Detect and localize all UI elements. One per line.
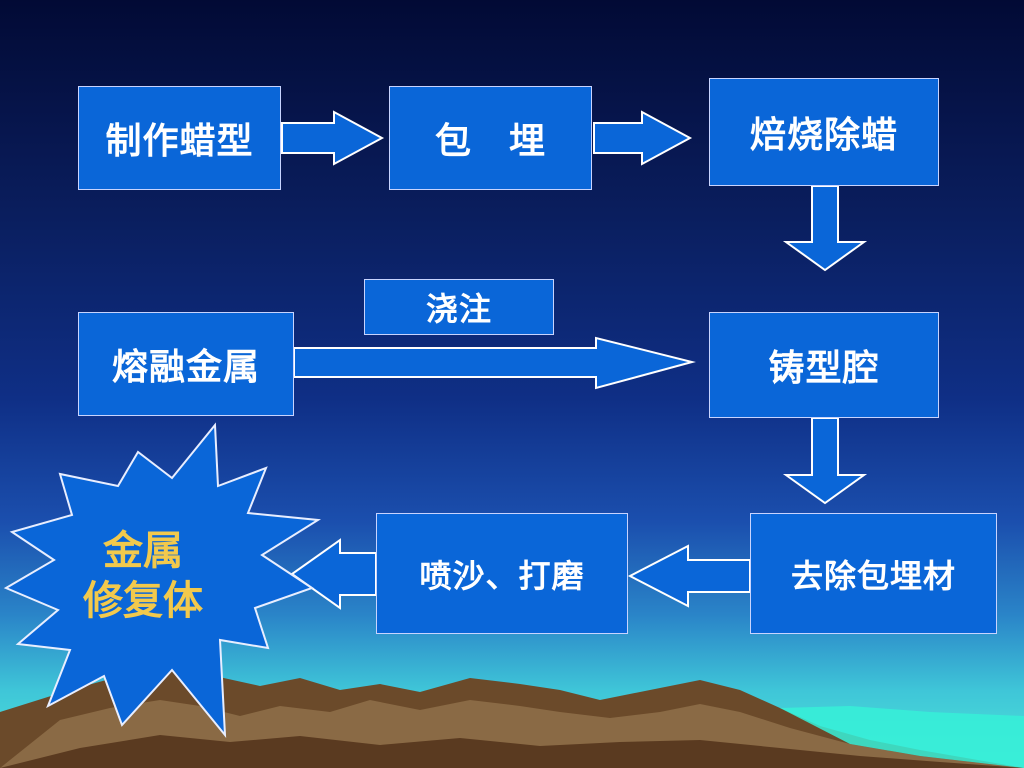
step-melt-metal: 熔融金属 [78,312,294,416]
step-mold-cavity: 铸型腔 [709,312,939,418]
result-starburst [3,422,322,739]
result-label-line1: 金属 [103,528,183,574]
arrow-burnout-down [782,185,868,272]
arrow-invest-to-burnout [593,110,693,166]
step-burnout: 焙烧除蜡 [709,78,939,186]
step-sandblast-polish: 喷沙、打磨 [376,513,628,634]
label-pour: 浇注 [364,279,554,335]
arrow-pour [293,336,696,390]
result-label-line2: 修复体 [83,578,203,624]
mountain-ridge-front [0,735,1024,768]
step-investing: 包 埋 [389,86,592,190]
arrow-wax-to-invest [281,110,385,166]
arrow-remove-to-polish [627,544,751,608]
result-label: 金属 修复体 [38,526,248,626]
arrow-cavity-down [782,417,868,505]
step-make-wax-pattern: 制作蜡型 [78,86,281,190]
step-remove-investment: 去除包埋材 [750,513,997,634]
arrow-polish-to-result [290,538,377,610]
sea-strip [780,706,1024,768]
